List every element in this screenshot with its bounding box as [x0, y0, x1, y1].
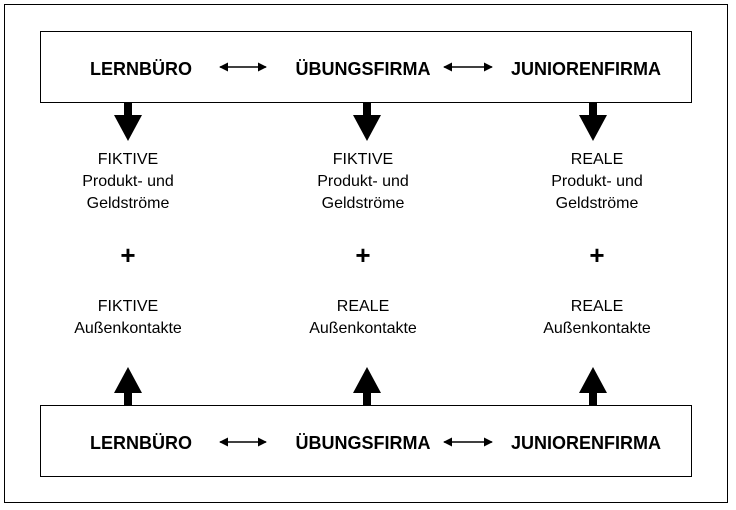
top-juniorenfirma-label: JUNIORENFIRMA [510, 59, 662, 79]
flow-line-2: Geldströme [555, 195, 639, 212]
up-arrow-icon [579, 367, 607, 405]
flow-qualifier: FIKTIVE [97, 151, 159, 168]
contact-qualifier: REALE [570, 298, 624, 315]
bottom-juniorenfirma-label: JUNIORENFIRMA [510, 433, 662, 453]
flow-line-1: Produkt- und [82, 173, 174, 190]
bottom-category-box: LERNBÜRO ÜBUNGSFIRMA JUNIORENFIRMA [40, 405, 692, 477]
diagram-frame [4, 4, 728, 503]
down-arrow-icon [114, 103, 142, 141]
bottom-uebungsfirma-label: ÜBUNGSFIRMA [295, 433, 431, 453]
up-arrow-icon [114, 367, 142, 405]
flow-qualifier: REALE [570, 151, 624, 168]
contact-label: Außenkontakte [309, 320, 417, 337]
down-arrow-icon [579, 103, 607, 141]
column-3-flow-text: REALE Produkt- und Geldströme [497, 149, 697, 215]
column-2-contact-text: REALE Außenkontakte [263, 296, 463, 340]
flow-line-2: Geldströme [86, 195, 170, 212]
column-2-flow-text: FIKTIVE Produkt- und Geldströme [263, 149, 463, 215]
contact-label: Außenkontakte [543, 320, 651, 337]
flow-qualifier: FIKTIVE [332, 151, 394, 168]
down-arrow-icon [353, 103, 381, 141]
flow-line-1: Produkt- und [317, 173, 409, 190]
up-arrow-icon [353, 367, 381, 405]
plus-sign: + [355, 240, 371, 270]
column-3-contact-text: REALE Außenkontakte [497, 296, 697, 340]
top-lernbuero-label: LERNBÜRO [90, 59, 192, 79]
contact-qualifier: REALE [336, 298, 390, 315]
top-uebungsfirma-label: ÜBUNGSFIRMA [295, 59, 431, 79]
top-category-box: LERNBÜRO ÜBUNGSFIRMA JUNIORENFIRMA [40, 31, 692, 103]
plus-sign: + [589, 240, 605, 270]
column-1-contact-text: FIKTIVE Außenkontakte [28, 296, 228, 340]
bottom-lernbuero-label: LERNBÜRO [90, 433, 192, 453]
column-1-flow-text: FIKTIVE Produkt- und Geldströme [28, 149, 228, 215]
contact-label: Außenkontakte [74, 320, 182, 337]
flow-line-1: Produkt- und [551, 173, 643, 190]
contact-qualifier: FIKTIVE [97, 298, 159, 315]
flow-line-2: Geldströme [321, 195, 405, 212]
plus-sign: + [120, 240, 136, 270]
